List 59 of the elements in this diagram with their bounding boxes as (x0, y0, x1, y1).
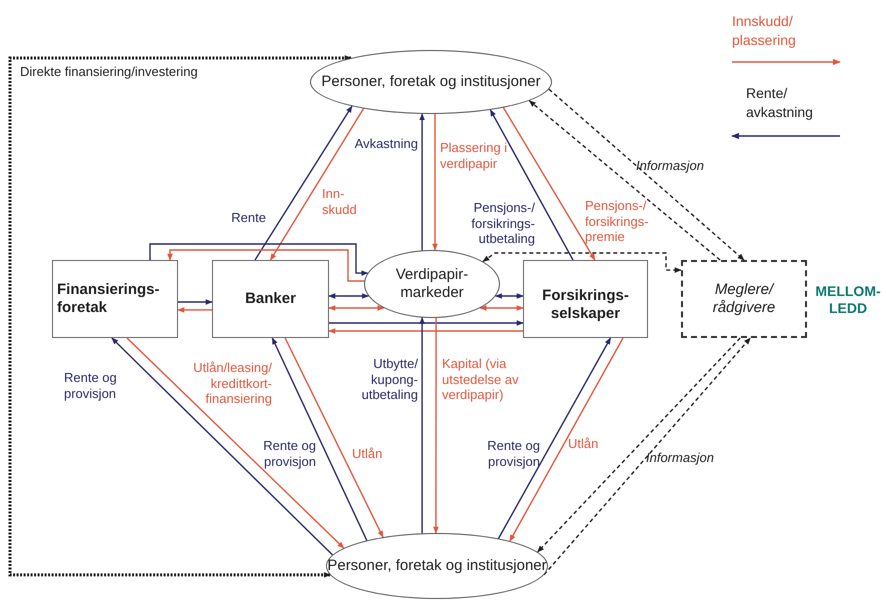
arrow (328, 328, 523, 334)
edge-label: Plassering i verdipapir (440, 140, 508, 172)
arrow (167, 249, 364, 282)
arrow (284, 338, 384, 538)
dashed-arrow (543, 337, 751, 576)
edge-label: Utlån (352, 446, 384, 462)
edge-label: Informasjon (646, 450, 715, 466)
node-label: Forsikrings- selskaper (541, 287, 630, 323)
dashed-box (681, 260, 807, 338)
node-label: Meglere/ rådgivere (712, 281, 776, 317)
legend-label: Rente/ avkastning (746, 84, 814, 122)
node-label: Finansierings- foretak (57, 281, 161, 317)
node-label: Personer, foretak og institusjoner (327, 557, 547, 575)
edge-label: Pensjons-/ forsikrings- utbetaling (470, 200, 535, 247)
dashed-arrow (482, 252, 682, 273)
arrow (502, 107, 596, 261)
edge-label: Rente (230, 210, 266, 226)
node-label: Personer, foretak og institusjoner (321, 73, 541, 91)
node-label: Verdipapir- markeder (394, 266, 470, 302)
arrow (178, 299, 213, 305)
edge-label: Avkastning (354, 136, 418, 152)
dashed-arrow (528, 100, 721, 261)
dashed-arrow (537, 338, 741, 552)
edge-label: Kapital (via utstedelse av verdipapir) (442, 356, 520, 403)
arrow (498, 337, 612, 539)
arrow (433, 318, 439, 534)
dashed-arrow (548, 88, 745, 261)
arrow (509, 338, 624, 542)
edge-label: Informasjon (636, 158, 705, 174)
edge-label: Utlån (568, 436, 600, 452)
node-label: Banker (245, 290, 296, 308)
edge-label: Inn- skudd (322, 186, 358, 218)
arrow (480, 305, 524, 311)
process-box (212, 260, 329, 338)
arrow (328, 305, 384, 311)
arrow (490, 109, 574, 260)
arrow (270, 108, 364, 261)
edge-label: Direkte finansiering/investering (20, 64, 199, 80)
arrow (272, 337, 368, 541)
arrow (254, 106, 352, 260)
arrow (329, 320, 524, 326)
arrow (177, 307, 212, 313)
dashed-arrow (8, 55, 352, 578)
edge-label: Utlån/leasing/ kredittkort- finansiering (192, 360, 272, 407)
edge-label: Rente og provisjon (486, 438, 540, 470)
process-box (52, 260, 178, 338)
arrow (494, 293, 524, 299)
arrow (419, 316, 425, 534)
arrow (328, 293, 370, 299)
side-label: MELLOM- LEDD (814, 283, 882, 317)
edge-label: Utbytte/ kupong- utbetaling (360, 356, 418, 403)
arrow (419, 113, 425, 250)
arrow (149, 243, 368, 276)
edge-label: Rente og provisjon (64, 370, 118, 402)
arrow (432, 114, 438, 251)
edge-label: Pensjons-/ forsikrings- premie (585, 198, 650, 245)
process-box (523, 260, 648, 338)
legend-label: Innskudd/ plassering (732, 12, 797, 50)
edge-label: Rente og provisjon (262, 438, 316, 470)
